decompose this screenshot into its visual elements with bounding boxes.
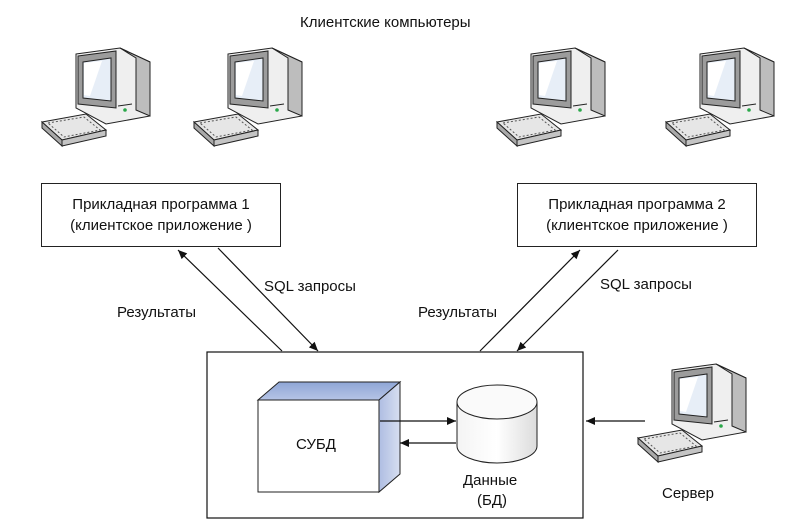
sql-label-right: SQL запросы [600, 276, 692, 293]
server-label: Сервер [662, 485, 715, 502]
sql-label-left: SQL запросы [264, 278, 356, 295]
data-label: Данные [463, 472, 518, 489]
client-computer-icon [664, 47, 775, 148]
app-box-2: Прикладная программа 2 (клиентское прило… [517, 183, 757, 247]
results-label-right: Результаты [418, 304, 497, 321]
data-sublabel: (БД) [477, 492, 507, 509]
client-computer-icon [495, 47, 606, 148]
clients-title: Клиентские компьютеры [300, 14, 471, 31]
server-computer-icon [636, 363, 747, 464]
app-box-2-line2: (клиентское приложение ) [546, 217, 728, 234]
results-arrow-left [177, 249, 283, 352]
app-box-1-line2: (клиентское приложение ) [70, 217, 252, 234]
database-cylinder-icon [456, 384, 538, 464]
client-computer-icon [40, 47, 151, 148]
results-label-left: Результаты [117, 304, 196, 321]
dbms-label: СУБД [296, 436, 336, 453]
dbms-cube [256, 380, 402, 494]
app-box-2-line1: Прикладная программа 2 [548, 196, 726, 213]
client-computer-icon [192, 47, 303, 148]
app-box-1: Прикладная программа 1 (клиентское прило… [41, 183, 281, 247]
results-arrow-right [479, 249, 581, 352]
sql-arrow-right [516, 249, 619, 352]
app-box-1-line1: Прикладная программа 1 [72, 196, 250, 213]
sql-arrow-left [217, 247, 319, 352]
